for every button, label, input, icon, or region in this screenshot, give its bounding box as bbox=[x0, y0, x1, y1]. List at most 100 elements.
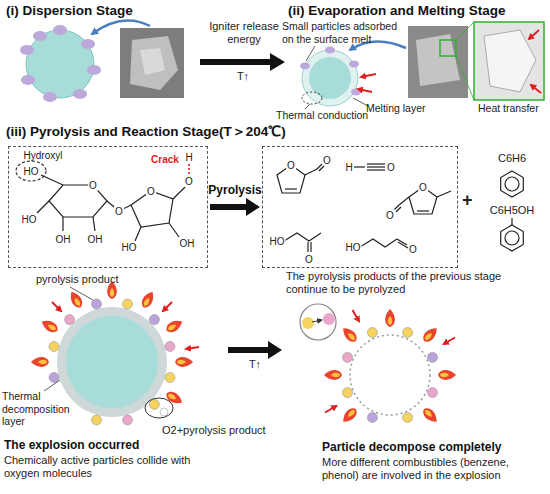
small-particle bbox=[149, 315, 159, 325]
atom-label: OH bbox=[87, 234, 104, 245]
flame bbox=[420, 325, 440, 345]
flame bbox=[340, 405, 360, 425]
leader-line bbox=[306, 46, 315, 61]
leader-line bbox=[44, 380, 60, 391]
secondary-pyrolysis bbox=[323, 313, 335, 325]
product-box: OOHOOOHOOHOO bbox=[262, 146, 458, 268]
small-particle bbox=[160, 408, 168, 416]
sem-image bbox=[130, 36, 178, 90]
atom-label: H bbox=[344, 162, 353, 173]
flame bbox=[31, 357, 49, 367]
dispersed-particle bbox=[20, 25, 101, 102]
flame bbox=[39, 317, 59, 334]
heat-arrow bbox=[163, 302, 172, 311]
aromatic-ring bbox=[511, 218, 512, 225]
flame bbox=[324, 309, 456, 425]
sem-image bbox=[120, 28, 184, 98]
heat-arrow bbox=[52, 302, 199, 349]
flame bbox=[67, 289, 84, 309]
sem-image bbox=[531, 85, 541, 93]
small-particle bbox=[343, 328, 438, 423]
heat-arrow bbox=[361, 74, 376, 77]
plus-sign: + bbox=[462, 190, 473, 210]
heat-arrow bbox=[358, 74, 376, 92]
flame bbox=[340, 325, 360, 345]
secondary-pyrolysis bbox=[302, 317, 314, 329]
pyrolysis-products bbox=[367, 166, 385, 167]
dispersed-particle bbox=[53, 25, 67, 35]
pyrolysis-products bbox=[417, 210, 429, 211]
heat-arrow bbox=[325, 406, 336, 413]
annotation: O2+pyrolysis product bbox=[162, 424, 266, 437]
heat-arrow bbox=[186, 347, 199, 349]
sucrose-molecule bbox=[49, 185, 107, 217]
small-particle bbox=[367, 328, 377, 338]
arrow-label: T↑ bbox=[228, 70, 258, 83]
sucrose-molecule bbox=[16, 161, 189, 241]
aromatic-ring bbox=[505, 177, 519, 191]
connector-arrow bbox=[210, 198, 260, 216]
highlight-oval bbox=[145, 398, 173, 418]
secondary-pyrolysis bbox=[312, 320, 322, 322]
stage-title: Particle decompose completely bbox=[322, 440, 501, 455]
heat-arrow bbox=[353, 310, 360, 321]
decomposed-particle bbox=[350, 335, 430, 415]
pyrolysis-products bbox=[285, 188, 297, 189]
atom-label: O bbox=[88, 180, 98, 191]
sucrose-molecule bbox=[62, 217, 63, 231]
heat-arrow bbox=[358, 89, 372, 92]
melting-particle bbox=[302, 50, 358, 106]
heat-arrow bbox=[444, 338, 455, 345]
annotation: Thermal conduction bbox=[276, 109, 368, 122]
pyrolysis-products bbox=[305, 169, 317, 175]
crack-label: Crack bbox=[150, 154, 180, 165]
pyrolysis-products bbox=[319, 166, 324, 171]
small-particle bbox=[165, 342, 175, 352]
stage-title: The explosion occurred bbox=[4, 438, 139, 453]
pyrolysis-products bbox=[284, 233, 321, 241]
sucrose-molecule bbox=[37, 201, 49, 213]
heat-arrow bbox=[325, 310, 455, 413]
annotation: pyrolysis product bbox=[36, 273, 119, 286]
pyrolysis-products bbox=[310, 242, 311, 252]
dispersed-particle bbox=[73, 89, 87, 99]
leader-line bbox=[44, 287, 93, 391]
sucrose-molecule bbox=[135, 227, 141, 241]
leader-line bbox=[70, 287, 93, 300]
pyrolysis-products bbox=[437, 191, 451, 197]
melting-particle bbox=[325, 47, 335, 54]
reacting-particle bbox=[66, 316, 158, 408]
atom-label: OH bbox=[179, 238, 196, 249]
sem-image bbox=[474, 22, 544, 100]
flame bbox=[385, 309, 395, 327]
flame bbox=[164, 317, 184, 334]
atom-label: OH bbox=[55, 234, 72, 245]
sem-image bbox=[140, 48, 165, 75]
atom-label: O bbox=[408, 244, 418, 255]
stage-heading: (iii) Pyrolysis and Reaction Stage(T＞204… bbox=[6, 123, 286, 140]
small-particle bbox=[343, 388, 353, 398]
pyrolysis-products bbox=[396, 207, 401, 212]
sucrose-molecule bbox=[188, 163, 190, 174]
pyrolysis-products bbox=[277, 164, 451, 252]
dispersed-particle bbox=[87, 65, 101, 75]
small-particle bbox=[367, 413, 377, 423]
atom-label: O bbox=[385, 210, 395, 221]
small-particle bbox=[49, 342, 59, 352]
connector-arrow bbox=[210, 198, 260, 216]
pyrolysis-products bbox=[354, 166, 365, 167]
leader-line bbox=[353, 98, 368, 106]
atom-label: O bbox=[114, 206, 124, 217]
process-arrow bbox=[228, 341, 282, 359]
flame bbox=[164, 389, 184, 406]
dispersed-particle bbox=[20, 45, 34, 55]
leader-line bbox=[305, 104, 310, 109]
atom-label: O bbox=[322, 155, 332, 166]
melting-particle bbox=[302, 92, 322, 104]
melting-particle bbox=[300, 47, 361, 107]
aromatic-ring bbox=[501, 225, 524, 251]
melting-particle bbox=[349, 61, 359, 68]
sucrose-molecule bbox=[173, 187, 185, 199]
